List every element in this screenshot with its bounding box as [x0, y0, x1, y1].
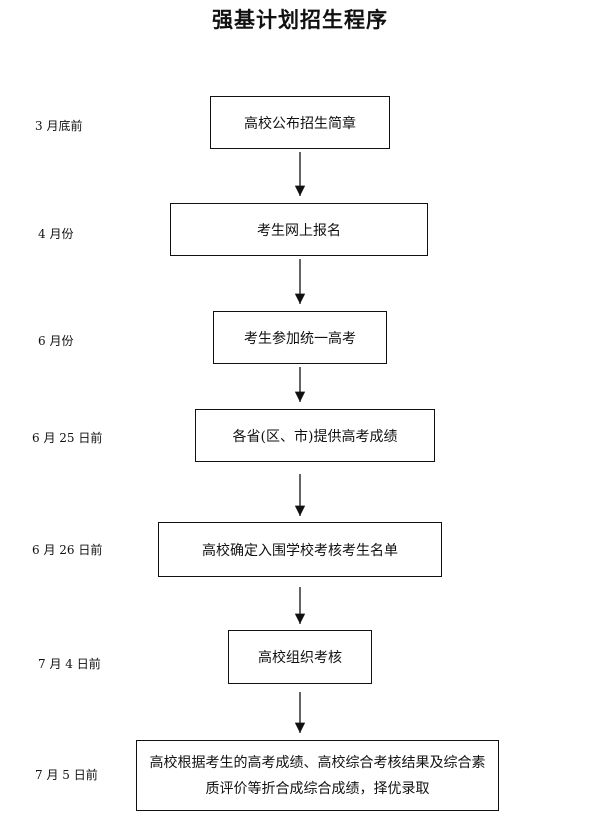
step-date: 7 月 4 日前 — [38, 657, 101, 671]
step-box: 考生参加统一高考 — [213, 311, 387, 364]
step-date: 6 月份 — [38, 334, 74, 348]
step-date: 4 月份 — [38, 227, 74, 241]
page-title: 强基计划招生程序 — [212, 8, 388, 32]
step-box: 各省(区、市)提供高考成绩 — [195, 409, 435, 462]
step-date: 3 月底前 — [35, 119, 83, 133]
step-box: 高校确定入围学校考核考生名单 — [158, 522, 442, 577]
step-box: 高校组织考核 — [228, 630, 372, 684]
step-box: 高校公布招生简章 — [210, 96, 390, 149]
step-box: 考生网上报名 — [170, 203, 428, 256]
step-date: 6 月 26 日前 — [32, 543, 103, 557]
step-date: 6 月 25 日前 — [32, 431, 103, 445]
step-date: 7 月 5 日前 — [35, 768, 98, 782]
step-box: 高校根据考生的高考成绩、高校综合考核结果及综合素质评价等折合成综合成绩，择优录取 — [136, 740, 499, 811]
